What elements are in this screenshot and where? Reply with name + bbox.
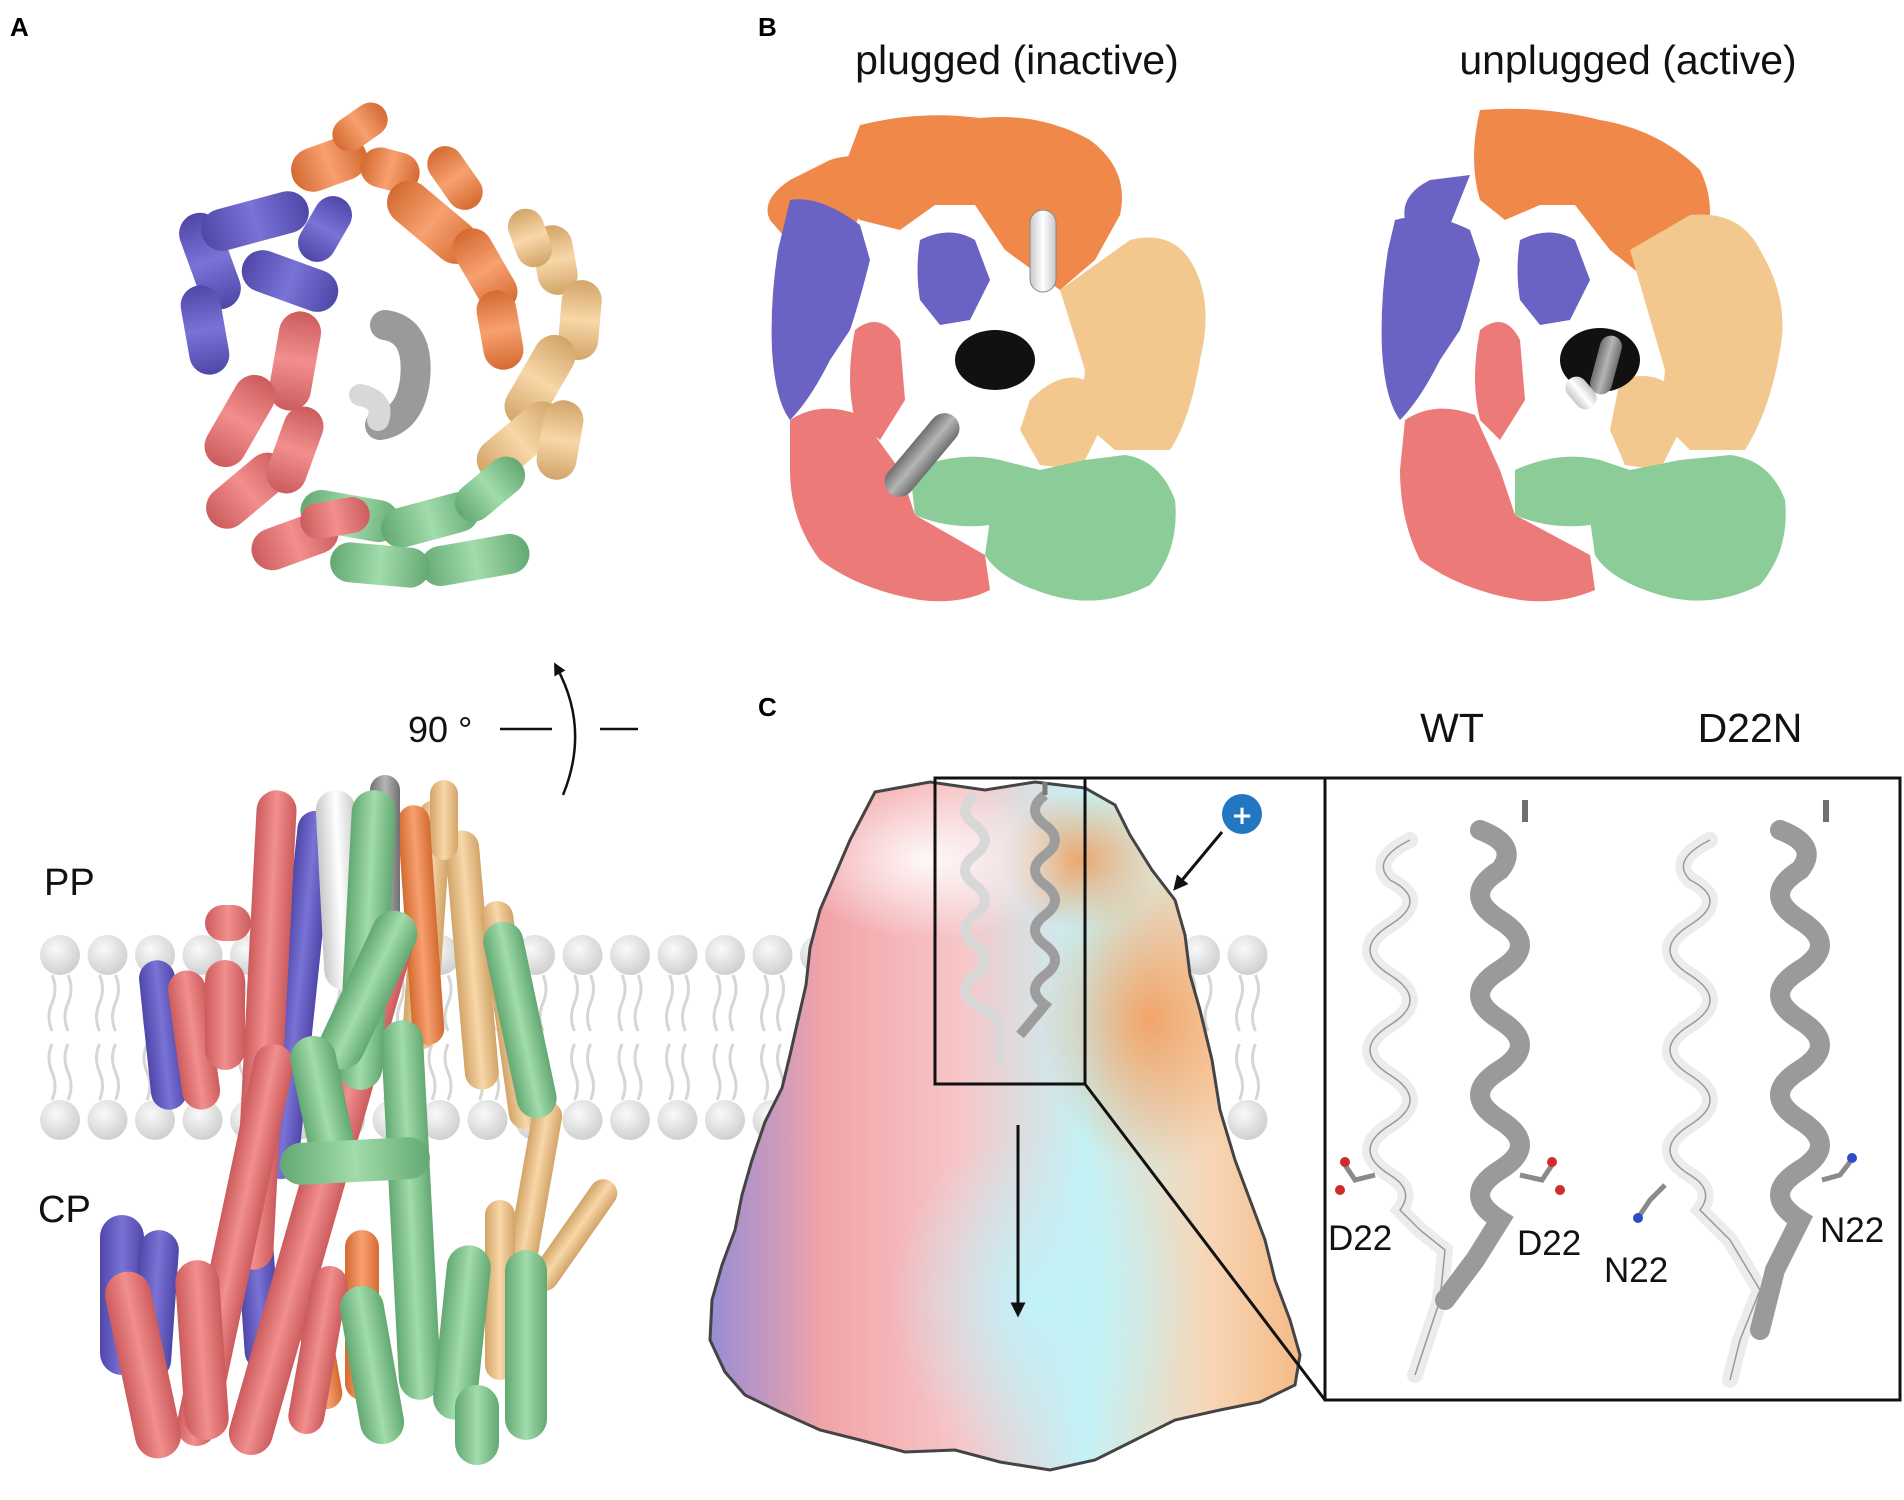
panel-a-label: A xyxy=(10,12,29,42)
lipid-head xyxy=(135,1100,175,1140)
lipid-head xyxy=(752,935,793,975)
lipid-tail xyxy=(712,1043,722,1101)
channel-side-view xyxy=(100,775,618,1465)
lipid-head xyxy=(705,935,745,975)
cation-icon xyxy=(1222,794,1262,834)
lipid-tail xyxy=(633,974,643,1032)
wt-left-residue-label: D22 xyxy=(1328,1219,1392,1258)
lipid-tail xyxy=(681,1043,690,1101)
wt-helix-pair xyxy=(1335,800,1565,1383)
plugged-surface-model xyxy=(767,115,1206,602)
lipid-tail xyxy=(1235,974,1244,1032)
zoom-box xyxy=(933,776,1087,1086)
lipid-head xyxy=(562,935,603,975)
lipid-tail xyxy=(142,1043,152,1101)
plugged-pore xyxy=(955,330,1035,390)
plug-helix-white xyxy=(1029,209,1057,293)
lipid-tail xyxy=(63,974,73,1032)
d22n-helix-pair xyxy=(1633,800,1857,1388)
d22n-left-residue-label: N22 xyxy=(1604,1251,1668,1290)
lipid-tail xyxy=(443,974,453,1032)
lipid-tail xyxy=(586,974,595,1032)
lipid-tail xyxy=(1251,1043,1260,1101)
rotation-indicator: 90 ° xyxy=(408,662,638,796)
lipid-tail xyxy=(728,1043,738,1101)
panel-a-top-view xyxy=(179,102,602,588)
ring-subunit-tan xyxy=(476,208,602,481)
lipid-tail xyxy=(111,1043,120,1101)
wt-title: WT xyxy=(1420,705,1484,751)
ring-subunit-red xyxy=(204,311,370,571)
cytoplasm-label: CP xyxy=(38,1189,91,1231)
lipid-head xyxy=(87,935,128,975)
lipid-tail xyxy=(1235,1043,1244,1101)
lipid-head xyxy=(182,1100,223,1140)
plug-helix-gray xyxy=(884,413,960,497)
channel-mini-helices xyxy=(960,782,1060,1065)
lipid-tail xyxy=(633,1043,643,1101)
lipid-head xyxy=(705,1100,745,1140)
panel-b-label: B xyxy=(758,12,777,42)
cation-symbol: + xyxy=(1231,801,1253,831)
cation-indicator: + xyxy=(1173,794,1262,891)
lipid-tail xyxy=(443,1043,453,1101)
lipid-tail xyxy=(95,974,104,1032)
lipid-tail xyxy=(47,1043,57,1101)
lipid-tail xyxy=(427,1043,437,1101)
lipid-head xyxy=(467,1100,508,1140)
side-subunit-green xyxy=(280,790,557,1465)
lipid-tail xyxy=(586,1043,595,1101)
lipid-head xyxy=(657,1100,698,1140)
panel-c-label: C xyxy=(758,692,777,722)
lipid-tail xyxy=(95,1043,104,1101)
plugged-title: plugged (inactive) xyxy=(855,37,1179,83)
lipid-head xyxy=(610,935,650,975)
lipid-tail xyxy=(1203,974,1213,1032)
ring-subunit-orange xyxy=(291,102,524,370)
lipid-tail xyxy=(47,974,57,1032)
lipid-head xyxy=(1227,1100,1268,1140)
lipid-head xyxy=(40,935,80,975)
lipid-tail xyxy=(760,974,769,1032)
lipid-tail xyxy=(570,1043,579,1101)
lipid-tail xyxy=(665,1043,674,1101)
unplugged-title: unplugged (active) xyxy=(1459,37,1796,83)
d22n-right-residue-label: N22 xyxy=(1820,1211,1884,1250)
unplugged-surface-model xyxy=(1381,108,1786,602)
lipid-tail xyxy=(617,974,627,1032)
lipid-tail xyxy=(617,1043,627,1101)
lipid-head xyxy=(87,1100,128,1140)
pore-plug-helix xyxy=(349,310,431,440)
lipid-head xyxy=(40,1100,80,1140)
lipid-head xyxy=(610,1100,650,1140)
rotation-label: 90 ° xyxy=(408,709,472,750)
lipid-tail xyxy=(570,974,579,1032)
lipid-head xyxy=(562,1100,603,1140)
channel-electrostatic-outline xyxy=(708,780,1302,1472)
lipid-head xyxy=(657,935,698,975)
zoom-connector-bottom xyxy=(1083,1083,1327,1401)
lipid-head xyxy=(420,1100,460,1140)
lipid-tail xyxy=(728,974,738,1032)
lipid-head xyxy=(1227,935,1268,975)
lipid-tail xyxy=(681,974,690,1032)
wt-right-residue-label: D22 xyxy=(1517,1224,1581,1263)
periplasm-label: PP xyxy=(44,862,95,904)
lipid-tail xyxy=(776,974,785,1032)
lipid-tail xyxy=(760,1043,769,1101)
lipid-tail xyxy=(111,974,120,1032)
lipid-tail xyxy=(1251,974,1260,1032)
d22n-title: D22N xyxy=(1698,705,1803,751)
zoom-inset-frame xyxy=(1323,776,1902,1402)
lipid-tail xyxy=(63,1043,73,1101)
ring-subunit-blue xyxy=(179,191,352,375)
lipid-tail xyxy=(665,974,674,1032)
lipid-tail xyxy=(712,974,722,1032)
